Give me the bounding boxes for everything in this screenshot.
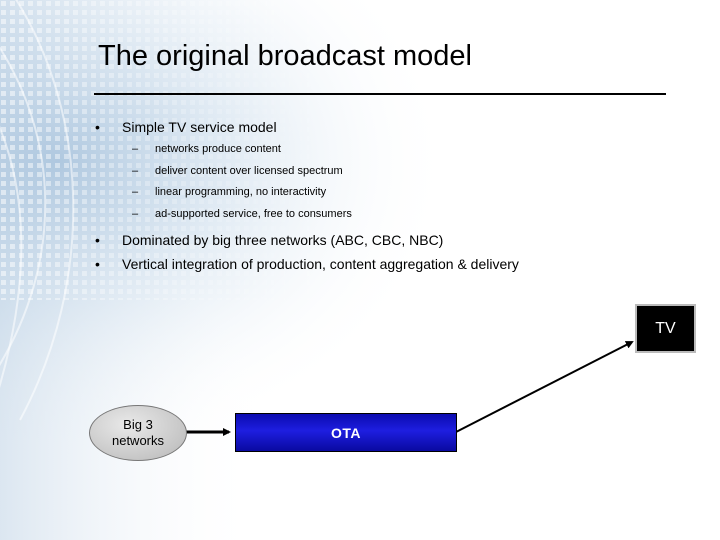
- dash-marker: –: [132, 143, 139, 155]
- big3-networks-label: Big 3 networks: [111, 417, 165, 448]
- bullet-text: Simple TV service model: [122, 119, 277, 135]
- slide-title: The original broadcast model: [98, 40, 472, 72]
- bullet-marker: •: [95, 232, 100, 248]
- ota-label: OTA: [330, 424, 361, 441]
- sub-bullet-text: deliver content over licensed spectrum: [155, 165, 343, 177]
- sub-bullet-text: ad-supported service, free to consumers: [155, 208, 352, 220]
- bullet-text: Dominated by big three networks (ABC, CB…: [122, 232, 444, 248]
- tv-label: TV: [655, 319, 676, 337]
- dash-marker: –: [132, 186, 139, 198]
- title-divider: [94, 93, 666, 95]
- dash-marker: –: [132, 165, 139, 177]
- sub-bullet-text: networks produce content: [155, 143, 281, 155]
- sub-bullet-text: linear programming, no interactivity: [155, 186, 327, 198]
- arrow-ota-to-tv: [455, 341, 634, 433]
- bullet-marker: •: [95, 256, 100, 272]
- dash-marker: –: [132, 208, 139, 220]
- ota-channel-node: OTA: [235, 413, 457, 452]
- bullet-text: Vertical integration of production, cont…: [122, 256, 519, 272]
- tv-node: TV: [637, 306, 694, 351]
- bullet-marker: •: [95, 119, 100, 135]
- big3-networks-node: Big 3 networks: [89, 405, 187, 461]
